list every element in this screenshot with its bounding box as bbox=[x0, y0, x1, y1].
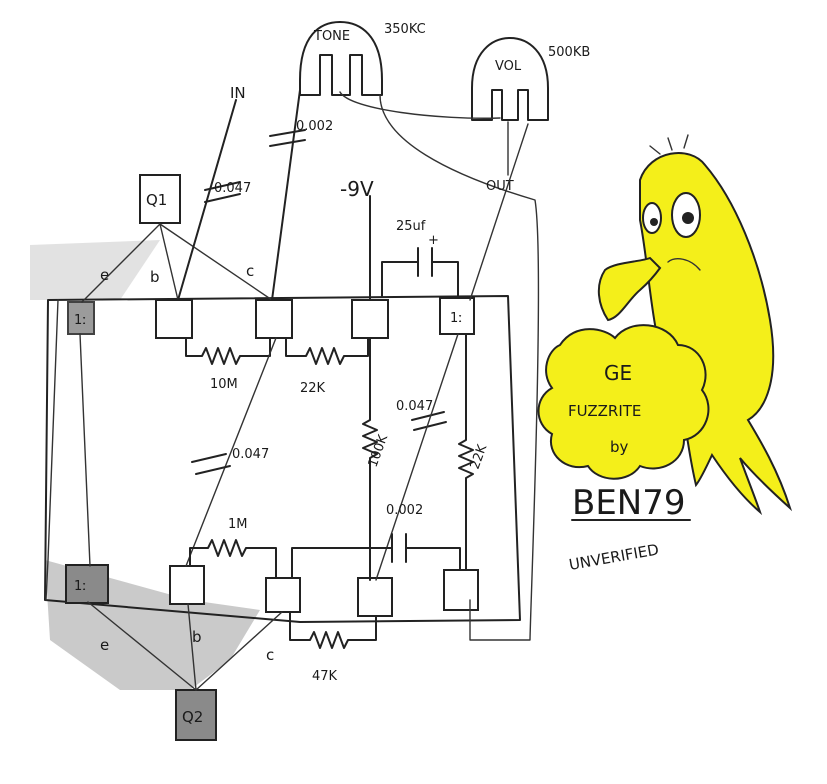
speech-bubble: GE FUZZRITE by bbox=[537, 324, 710, 480]
board-outline bbox=[44, 295, 521, 623]
q1-emitter-label: e bbox=[100, 266, 109, 284]
resistor-1m: 1M bbox=[189, 517, 277, 579]
q2-emitter-label: e bbox=[100, 636, 109, 654]
resistor-1m-value: 1M bbox=[228, 517, 248, 532]
cap-right-value: 0.047 bbox=[396, 399, 433, 414]
q2-collector-label: c bbox=[266, 646, 274, 664]
resistor-10m-value: 10M bbox=[210, 377, 238, 392]
cap-electrolytic-value: 25uf bbox=[396, 219, 426, 234]
supply-label: -9V bbox=[340, 177, 374, 201]
q2-label: Q2 bbox=[182, 708, 203, 726]
bubble-line1: GE bbox=[604, 361, 632, 385]
pad-q2-base bbox=[169, 565, 205, 605]
pad-bottom-mid bbox=[357, 577, 393, 617]
output: OUT bbox=[469, 121, 529, 301]
q2-base-label: b bbox=[192, 628, 202, 646]
cap-bottom-value: 0.002 bbox=[386, 503, 423, 518]
mascot-horn bbox=[597, 256, 662, 322]
pad-q1-base bbox=[155, 299, 193, 339]
cap-electrolytic: 25uf + bbox=[381, 219, 459, 297]
input-label: IN bbox=[230, 84, 246, 102]
bubble-line2: FUZZRITE bbox=[568, 402, 641, 420]
tone-wiper-wire bbox=[339, 91, 501, 119]
input-wire: IN bbox=[177, 84, 246, 301]
q2-transistor: Q2 e b c bbox=[87, 601, 283, 741]
q1-base-label: b bbox=[150, 268, 160, 286]
cap-mid: 0.047 bbox=[191, 447, 269, 475]
wire-left-vertical bbox=[79, 333, 91, 567]
resistor-47k-value: 47K bbox=[312, 669, 338, 684]
cap-tone-value: 0.002 bbox=[296, 119, 333, 134]
q1-label: Q1 bbox=[146, 191, 167, 209]
tone-out-wire bbox=[379, 94, 540, 641]
ground-pad-top-right bbox=[439, 297, 475, 335]
cap-bottom: 0.002 bbox=[291, 503, 461, 579]
vol-pot-label: VOL bbox=[495, 59, 522, 74]
ground-pad-bottom-left-label: 1ː bbox=[74, 579, 87, 594]
supply: -9V bbox=[340, 177, 374, 301]
q1-collector-label: c bbox=[246, 262, 254, 280]
pad-bottom-right bbox=[443, 569, 479, 611]
cap-electrolytic-plus: + bbox=[428, 233, 439, 248]
status-label: UNVERIFIED bbox=[568, 540, 661, 574]
ground-pad-top-right-label: 1ː bbox=[450, 311, 463, 326]
ground-pad-top-left-label: 1ː bbox=[74, 313, 87, 328]
mascot-eye-left-icon bbox=[642, 202, 662, 234]
resistor-47k: 47K bbox=[289, 611, 377, 684]
cap-input: 0.047 bbox=[204, 181, 251, 203]
bubble-line3: by bbox=[610, 438, 629, 456]
vol-pot-value: 500KB bbox=[548, 45, 590, 60]
q1-transistor: Q1 e b c bbox=[81, 174, 273, 303]
resistor-22k-right-value: 22K bbox=[468, 442, 491, 471]
resistor-10m: 10M bbox=[185, 337, 271, 392]
wire-outer-left bbox=[45, 299, 59, 601]
ground-pad-top-left bbox=[67, 301, 95, 335]
cap-input-value: 0.047 bbox=[214, 181, 251, 196]
tone-pot: TONE 350KC bbox=[299, 21, 426, 96]
cap-mid-value: 0.047 bbox=[232, 447, 269, 462]
tone-pot-label: TONE bbox=[313, 29, 350, 44]
tone-pot-value: 350KC bbox=[384, 22, 426, 37]
author-name: BEN79 bbox=[572, 483, 686, 523]
author-block: BEN79 UNVERIFIED bbox=[568, 483, 691, 574]
resistor-22k-top-value: 22K bbox=[300, 381, 326, 396]
pad-supply bbox=[351, 299, 389, 339]
resistor-22k-right: 22K bbox=[458, 333, 491, 571]
cap-right: 0.047 bbox=[375, 333, 459, 581]
resistor-22k-top: 22K bbox=[285, 337, 369, 396]
wire-diag-q1c-q2b bbox=[185, 337, 277, 567]
resistor-100k: 100K bbox=[362, 337, 391, 581]
pad-q1-collector bbox=[255, 299, 293, 339]
shade-left bbox=[30, 240, 160, 300]
vol-pot: VOL 500KB bbox=[471, 37, 590, 121]
ground-pad-bottom-left bbox=[65, 564, 109, 604]
cap-tone: 0.002 bbox=[269, 89, 333, 301]
pad-q2-collector bbox=[265, 577, 301, 613]
